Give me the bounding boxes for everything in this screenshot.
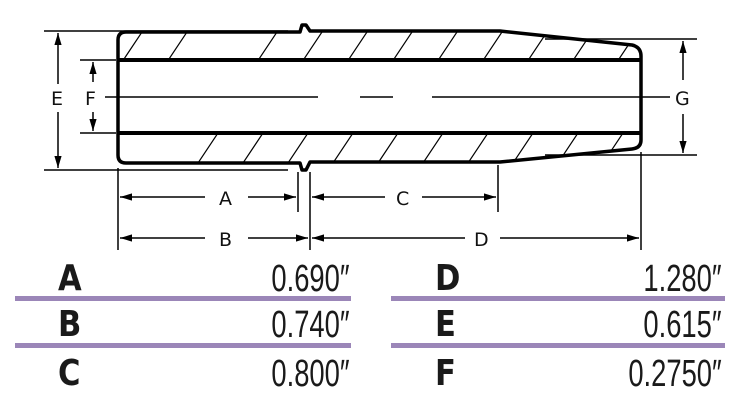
- table-row-f: F 0.2750″: [435, 353, 722, 397]
- row-divider: [391, 343, 725, 348]
- dim-label-d: D: [474, 229, 489, 251]
- table-row-e: E 0.615″: [435, 304, 722, 348]
- row-letter: A: [58, 258, 82, 299]
- row-letter: B: [58, 304, 82, 345]
- dimension-lines: [54, 33, 687, 242]
- row-value: 1.280″: [643, 258, 722, 300]
- row-value: 0.740″: [271, 304, 350, 346]
- table-row-c: C 0.800″: [58, 353, 350, 397]
- row-divider: [15, 296, 351, 301]
- table-row-a: A 0.690″: [58, 258, 350, 302]
- table-row-d: D 1.280″: [435, 258, 722, 302]
- table-row-b: B 0.740″: [58, 304, 350, 348]
- row-letter: C: [58, 353, 81, 394]
- extension-lines: [44, 30, 697, 250]
- row-letter: E: [435, 304, 456, 345]
- valve-guide-drawing: E F G A C B D: [44, 23, 697, 251]
- guide-outline: [116, 23, 643, 172]
- row-divider: [391, 296, 725, 301]
- row-divider: [15, 343, 351, 348]
- dim-label-g: G: [675, 88, 690, 110]
- row-value: 0.800″: [271, 353, 350, 395]
- row-letter: F: [435, 353, 456, 394]
- row-value: 0.615″: [643, 304, 722, 346]
- dim-label-e: E: [51, 88, 63, 110]
- row-value: 0.2750″: [628, 353, 722, 395]
- hatching-bottom: [189, 133, 636, 170]
- dim-label-a: A: [219, 188, 232, 210]
- hatching-top: [118, 25, 641, 60]
- row-letter: D: [435, 258, 461, 299]
- dim-label-c: C: [396, 188, 409, 210]
- row-value: 0.690″: [271, 258, 350, 300]
- dim-label-f: F: [85, 88, 96, 110]
- dim-label-b: B: [219, 229, 232, 251]
